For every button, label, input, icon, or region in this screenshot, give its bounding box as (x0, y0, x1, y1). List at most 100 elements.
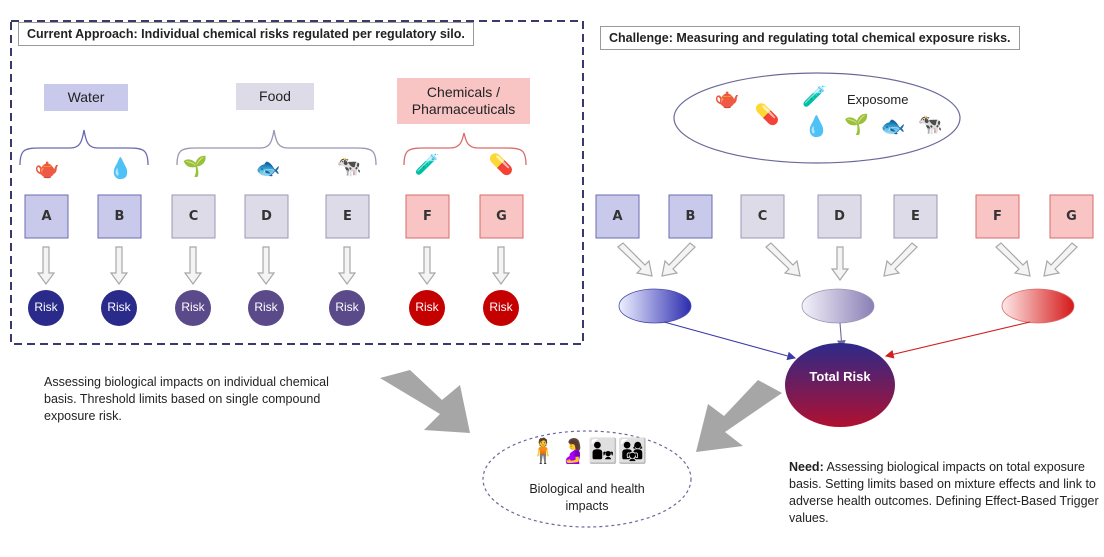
down-arrow (417, 246, 437, 286)
right-box-g-label: G (1066, 209, 1077, 224)
down-arrow (491, 246, 511, 286)
risk-label: Risk (34, 300, 58, 314)
chem-to-total-arrow (884, 321, 1031, 359)
left-box-e (325, 194, 370, 239)
food-aggregate-ellipse (801, 288, 875, 324)
fish-icon: 🐟 (880, 114, 906, 138)
risk-label: Risk (107, 300, 131, 314)
chem-brace (403, 132, 527, 166)
diag-arrow (883, 242, 918, 277)
left-box-g-label: G (496, 209, 507, 224)
left-big-arrow (380, 370, 470, 433)
right-big-arrow (696, 380, 782, 452)
left-box-group (24, 194, 524, 239)
drop-icon: 💧 (804, 114, 829, 138)
risk-circle (28, 290, 64, 326)
cow-icon: 🐄 (336, 154, 362, 178)
left-header: Current Approach: Individual chemical ri… (18, 22, 474, 46)
left-box-d (244, 194, 289, 239)
left-box-e-label: E (343, 209, 352, 224)
total-risk-label: Total Risk (809, 369, 871, 384)
beaker-icon: 🧪 (802, 84, 827, 108)
diag-arrow (617, 242, 653, 277)
risk-label: Risk (415, 300, 439, 314)
need-text: Assessing biological impacts on total ex… (789, 460, 1099, 525)
silo-frame (10, 20, 584, 345)
right-box-e-label: E (911, 209, 920, 224)
water-label-bg (44, 84, 128, 111)
beaker-icon: 🧪 (414, 152, 440, 176)
total-risk-ellipse (785, 343, 895, 427)
left-box-b (97, 194, 142, 239)
risk-circle (175, 290, 211, 326)
drop-icon: 💧 (108, 156, 133, 180)
right-box-f (975, 194, 1020, 239)
left-description: Assessing biological impacts on individu… (44, 375, 329, 423)
down-arrow (256, 246, 276, 286)
diag-arrow (995, 242, 1031, 277)
left-box-d-label: D (261, 209, 272, 224)
need-label: Need: (789, 460, 824, 474)
watering-can-icon: 🫖 (34, 156, 60, 180)
plant-icon: 🌱 (844, 112, 869, 136)
right-box-e (893, 194, 938, 239)
diag-arrow (661, 242, 696, 277)
need-description: Need: Assessing biological impacts on to… (789, 459, 1099, 527)
left-box-f-label: F (423, 209, 432, 224)
plant-icon: 🌱 (182, 154, 208, 178)
right-box-a (595, 194, 640, 239)
left-box-a-label: A (41, 209, 52, 224)
food-brace (176, 129, 377, 166)
food-label-bg (236, 83, 314, 110)
food-category-label: Food (259, 88, 291, 104)
water-to-total-arrow (663, 321, 797, 361)
diag-arrow (765, 242, 801, 277)
pill-bottle-icon: 💊 (488, 152, 514, 176)
risk-label: Risk (181, 300, 205, 314)
risk-label: Risk (254, 300, 278, 314)
impacts-label: Biological and health impacts (529, 482, 645, 513)
risk-circle (329, 290, 365, 326)
right-box-d-label: D (834, 209, 845, 224)
chem-label-bg (397, 78, 530, 124)
right-box-f-label: F (993, 209, 1002, 224)
risk-circle (248, 290, 284, 326)
down-arrow (337, 246, 357, 286)
right-diag-arrows (617, 242, 1078, 282)
down-arrow (830, 246, 850, 282)
right-box-b (668, 194, 713, 239)
exposome-ellipse (673, 72, 961, 164)
left-down-arrows (36, 246, 511, 286)
down-arrow (183, 246, 203, 286)
pill-bottle-icon: 💊 (754, 102, 780, 126)
left-box-c (171, 194, 216, 239)
impacts-ellipse (482, 430, 692, 528)
left-box-f (405, 194, 450, 239)
risk-label: Risk (489, 300, 513, 314)
family-icon: 🧍🤰👨‍👧👨‍👩‍👧 (528, 437, 648, 465)
risk-circle (483, 290, 519, 326)
chem-aggregate-ellipse (1001, 288, 1075, 324)
right-header: Challenge: Measuring and regulating tota… (600, 26, 1020, 50)
water-aggregate-ellipse (618, 288, 692, 324)
right-box-d (817, 194, 862, 239)
diag-arrow (1043, 242, 1078, 277)
left-box-g (479, 194, 524, 239)
exposome-label: Exposome (847, 92, 909, 107)
down-arrow (36, 246, 56, 286)
right-box-b-label: B (685, 209, 696, 224)
down-arrow (109, 246, 129, 286)
risk-circle (101, 290, 137, 326)
chem-category-label: Chemicals / Pharmaceuticals (411, 84, 516, 117)
left-box-a (24, 194, 69, 239)
water-brace (19, 129, 149, 166)
water-category-label: Water (67, 89, 105, 105)
watering-can-icon: 🫖 (714, 86, 740, 110)
left-box-b-label: B (114, 209, 125, 224)
right-box-c-label: C (757, 209, 768, 224)
risk-label: Risk (335, 300, 359, 314)
right-box-c (740, 194, 785, 239)
fish-icon: 🐟 (255, 156, 281, 180)
right-box-g (1049, 194, 1094, 239)
